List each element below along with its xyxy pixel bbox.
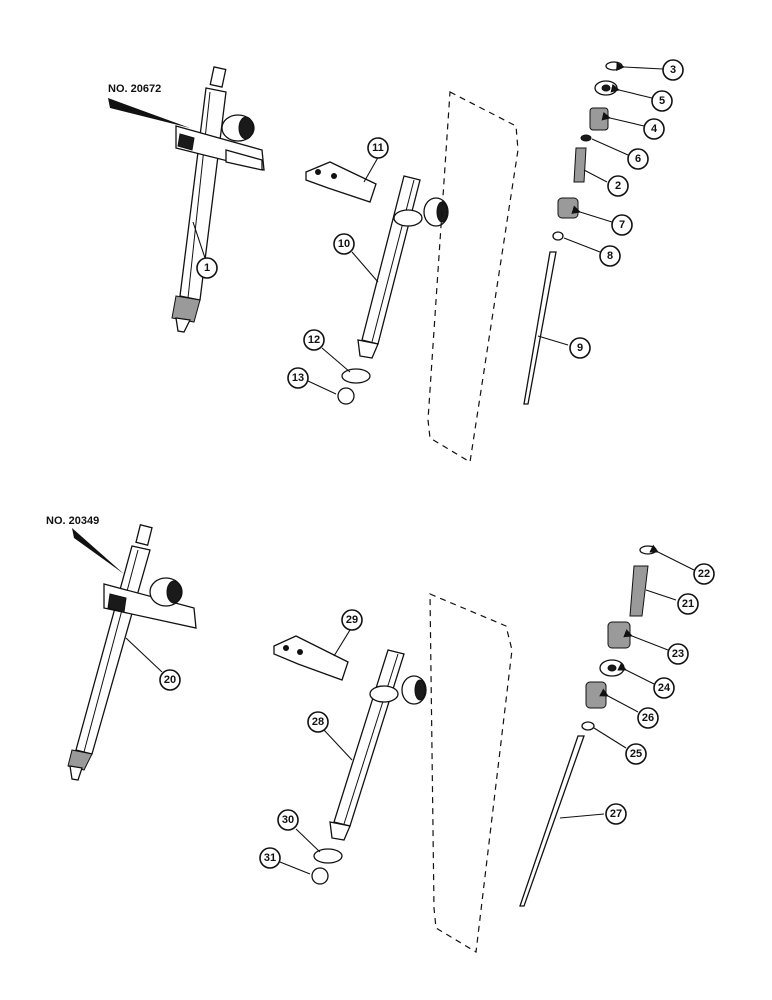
- callout-28: [307, 711, 329, 733]
- svg-text:7: 7: [619, 219, 625, 231]
- callout-2: [607, 175, 629, 197]
- svg-text:2: 2: [615, 180, 621, 192]
- callout-7: [611, 214, 633, 236]
- svg-text:8: 8: [607, 250, 613, 262]
- svg-text:30: 30: [282, 814, 294, 826]
- seal-bottom: [311, 867, 329, 885]
- nozzle-holder-top: [357, 175, 449, 359]
- callouts: 1 2 3 4 5 6 7 8 9 10 11 12: [125, 59, 715, 875]
- assembly-pointer-top: [108, 98, 190, 128]
- svg-text:6: 6: [635, 153, 641, 165]
- subassembly-outline-top: [427, 91, 519, 463]
- part-6-top: [580, 134, 592, 142]
- svg-text:24: 24: [658, 682, 671, 694]
- assembly-pointer-bottom: [72, 528, 124, 574]
- callout-23: [667, 643, 689, 665]
- washer-top: [341, 368, 371, 384]
- svg-text:5: 5: [659, 95, 665, 107]
- part-9-top: [523, 251, 557, 405]
- svg-text:20: 20: [164, 674, 176, 686]
- svg-text:12: 12: [308, 334, 320, 346]
- svg-text:21: 21: [682, 598, 694, 610]
- callout-3: [662, 59, 684, 81]
- nozzle-holder-bottom: [329, 649, 427, 841]
- clamp-top: [305, 161, 377, 203]
- callout-12: [303, 329, 325, 351]
- svg-text:1: 1: [204, 262, 210, 274]
- part-3-top: [605, 61, 623, 71]
- svg-text:22: 22: [698, 568, 710, 580]
- svg-text:13: 13: [292, 372, 304, 384]
- part-26-bottom: [585, 681, 607, 709]
- svg-text:10: 10: [338, 238, 350, 250]
- svg-text:11: 11: [372, 142, 384, 154]
- part-22-bottom: [639, 545, 657, 555]
- part-7-top: [557, 197, 579, 219]
- clamp-bottom: [273, 635, 349, 681]
- part-8-top: [552, 231, 564, 241]
- svg-text:28: 28: [312, 716, 324, 728]
- part-25-bottom: [581, 721, 595, 731]
- callout-8: [599, 245, 621, 267]
- callout-13: [287, 367, 309, 389]
- callout-5: [651, 90, 673, 112]
- subassembly-outline-bottom: [429, 593, 513, 953]
- callout-26: [637, 707, 659, 729]
- part-2-top: [573, 147, 587, 183]
- part-21-bottom: [629, 565, 649, 617]
- injector-complete-top: [171, 66, 265, 333]
- svg-text:25: 25: [630, 748, 642, 760]
- assembly-label-bottom: NO. 20349: [46, 515, 99, 527]
- callout-22: [693, 563, 715, 585]
- part-27-bottom: [519, 735, 585, 907]
- svg-text:3: 3: [670, 64, 676, 76]
- callout-27: [605, 803, 627, 825]
- callout-29: [341, 609, 363, 631]
- callout-1: [196, 257, 218, 279]
- seal-top: [337, 387, 355, 405]
- svg-text:31: 31: [264, 852, 276, 864]
- svg-text:4: 4: [651, 123, 658, 135]
- callout-21: [677, 593, 699, 615]
- callout-24: [653, 677, 675, 699]
- callout-4: [643, 118, 665, 140]
- bottom-assembly: NO. 20349: [46, 515, 657, 953]
- callout-10: [333, 233, 355, 255]
- callout-31: [259, 847, 281, 869]
- callout-6: [627, 148, 649, 170]
- washer-bottom: [313, 848, 343, 864]
- svg-text:29: 29: [346, 614, 358, 626]
- part-23-bottom: [607, 621, 631, 649]
- callout-20: [159, 669, 181, 691]
- assembly-label-top: NO. 20672: [108, 83, 161, 95]
- svg-text:27: 27: [610, 808, 622, 820]
- callout-9: [569, 337, 591, 359]
- callout-11: [367, 137, 389, 159]
- svg-text:9: 9: [577, 342, 583, 354]
- callout-25: [625, 743, 647, 765]
- part-4-top: [589, 107, 609, 131]
- svg-text:23: 23: [672, 648, 684, 660]
- injector-complete-bottom: [67, 524, 197, 781]
- svg-text:26: 26: [642, 712, 654, 724]
- callout-30: [277, 809, 299, 831]
- top-assembly: NO. 20672: [108, 61, 623, 463]
